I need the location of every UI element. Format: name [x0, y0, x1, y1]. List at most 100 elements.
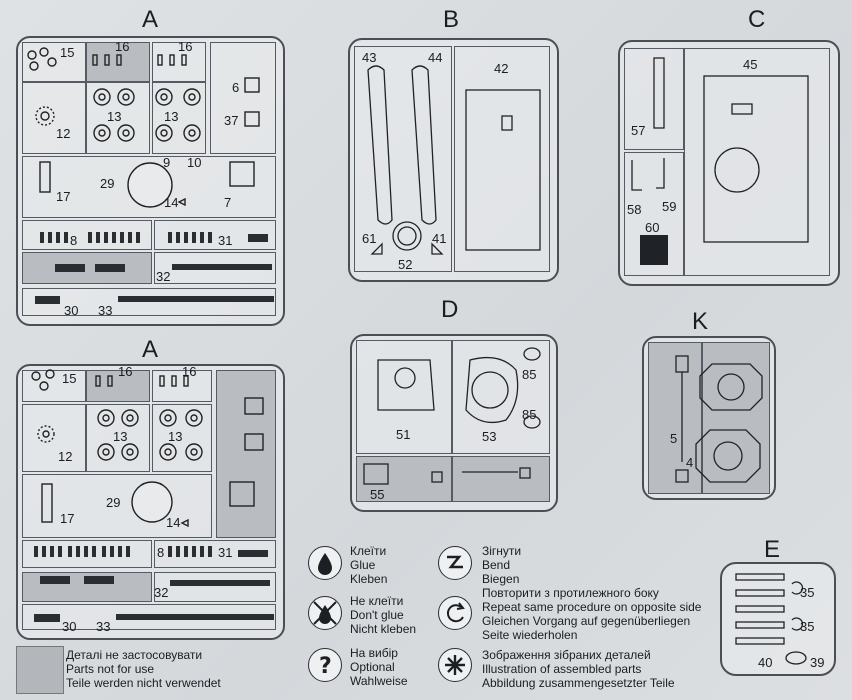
legend-line: Glue: [350, 558, 376, 572]
cell-32: [154, 572, 276, 602]
part-label: 16: [118, 364, 133, 379]
part-label: 13: [168, 429, 183, 444]
cell-16b: [152, 42, 206, 82]
sprue-k-letter: K: [692, 308, 709, 335]
part-label: 51: [396, 427, 411, 442]
sprue-e-letter: E: [764, 536, 781, 563]
repeat-icon: [438, 596, 472, 630]
part-label: 45: [743, 57, 758, 72]
legend-line: Gleichen Vorgang auf gegenüberliegen: [482, 614, 691, 628]
no-glue-icon: [308, 596, 342, 630]
part-label: 9: [163, 155, 171, 170]
cell-middle: [22, 474, 212, 538]
part-label: 61: [362, 231, 377, 246]
part-label: 29: [106, 495, 121, 510]
svg-text:?: ?: [319, 654, 332, 679]
legend-line: Kleben: [350, 572, 388, 586]
cell-32: [154, 252, 276, 284]
part-label: 4: [686, 455, 694, 470]
legend-line: Don't glue: [350, 608, 404, 622]
legend-line: Parts not for use: [66, 662, 155, 676]
part-label: 31: [218, 233, 233, 248]
cell-53-85: [452, 340, 550, 454]
legend-line: Bend: [482, 558, 511, 572]
sprue-c: [618, 40, 840, 286]
cell-tracks: [354, 46, 452, 272]
sprue-e: [720, 562, 836, 676]
cell-middle: [22, 156, 276, 218]
part-label: 55: [370, 487, 385, 502]
cell-51: [356, 340, 452, 454]
cell-13b: [152, 404, 212, 472]
part-label: 7: [224, 195, 232, 210]
part-label: 8: [70, 233, 78, 248]
sprue-a-top: [16, 36, 285, 326]
legend-bend: Зігнути Bend Biegen: [482, 544, 521, 586]
part-label: 60: [645, 220, 660, 235]
cell-31: [154, 220, 276, 250]
part-label: 12: [56, 126, 71, 141]
legend-line: Не клеїти: [350, 594, 404, 608]
part-label: 32: [154, 585, 169, 600]
legend-line: На вибір: [350, 646, 398, 660]
cell-30-33: [22, 604, 276, 630]
legend-not-use: Деталі не застосовувати Parts not for us…: [66, 648, 221, 690]
part-label: 17: [56, 189, 71, 204]
part-label: 52: [398, 257, 413, 272]
sprue-a-bottom: [16, 364, 285, 640]
part-label: 43: [362, 50, 377, 65]
part-label: 14: [164, 195, 179, 210]
part-label: 17: [60, 511, 75, 526]
legend-line: Клеїти: [350, 544, 387, 558]
legend-line: Seite wiederholen: [482, 628, 578, 642]
legend-line: Illustration of assembled parts: [482, 662, 642, 676]
part-label: 57: [631, 123, 646, 138]
part-label: 30: [64, 303, 79, 318]
sprue-k: [642, 336, 776, 500]
bend-icon: [438, 546, 472, 580]
part-label: 85: [522, 407, 537, 422]
cell-31: [154, 540, 276, 568]
legend-line: Повторити з протилежного боку: [482, 586, 659, 600]
cell-16b: [152, 370, 212, 402]
legend-assembled: Зображення зібраних деталей Illustration…: [482, 648, 675, 690]
cell-13a: [86, 404, 150, 472]
legend-glue: Клеїти Glue Kleben: [350, 544, 387, 586]
legend-line: Зігнути: [482, 544, 522, 558]
cell-unused: [216, 370, 276, 538]
legend-line: Teile werden nicht verwendet: [66, 676, 221, 690]
sprue-d-letter: D: [441, 296, 459, 323]
optional-icon: ?: [308, 648, 342, 682]
legend-line: Abbildung zusammengesetzter Teile: [482, 676, 675, 690]
legend-line: Зображення зібраних деталей: [482, 648, 651, 662]
part-label: 6: [232, 80, 240, 95]
legend-line: Nicht kleben: [350, 622, 417, 636]
part-label: 16: [182, 364, 197, 379]
part-label: 30: [62, 619, 77, 634]
legend-no-glue: Не клеїти Don't glue Nicht kleben: [350, 594, 416, 636]
part-label: 29: [100, 176, 115, 191]
part-label: 32: [156, 269, 171, 284]
part-label: 39: [810, 655, 825, 670]
part-label: 13: [113, 429, 128, 444]
cell-30-33: [22, 288, 276, 316]
cell-13b: [152, 82, 206, 154]
legend-line: Деталі не застосовувати: [66, 648, 203, 662]
cell-8: [22, 220, 152, 250]
cell-hatches: [702, 342, 770, 494]
part-label: 35: [800, 585, 815, 600]
assembled-icon: [438, 648, 472, 682]
cell-6-37: [210, 42, 276, 154]
cell-hull-42: [454, 46, 550, 272]
cell-unused-d: [452, 456, 550, 502]
cell-13a: [86, 82, 150, 154]
cell-12: [22, 404, 86, 472]
part-label: 33: [96, 619, 111, 634]
sprue-b-letter: B: [443, 6, 460, 33]
part-label: 53: [482, 429, 497, 444]
legend-line: Optional: [350, 660, 395, 674]
part-label: 59: [662, 199, 677, 214]
legend-line: Repeat same procedure on opposite side: [482, 600, 702, 614]
sprue-a-top-letter: A: [142, 6, 159, 33]
